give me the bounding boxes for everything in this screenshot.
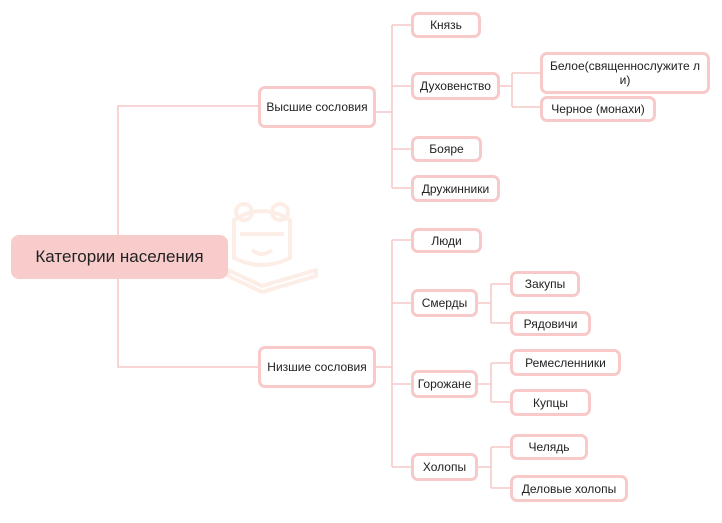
smerdy-label: Смерды bbox=[421, 296, 468, 310]
townsfolk-label: Горожане bbox=[417, 377, 472, 391]
prince-label: Князь bbox=[430, 18, 462, 32]
zakupy-label: Закупы bbox=[524, 277, 566, 291]
zakupy-node: Закупы bbox=[510, 271, 580, 297]
black-clergy-node: Черное (монахи) bbox=[540, 96, 656, 122]
ryadovichi-node: Рядовичи bbox=[510, 311, 591, 336]
upper-estates-label: Высшие сословия bbox=[266, 100, 368, 114]
artisans-label: Ремесленники bbox=[525, 355, 606, 370]
druzhinniki-node: Дружинники bbox=[411, 175, 500, 202]
prince-node: Князь bbox=[411, 12, 481, 38]
connector-townsfolk-children bbox=[478, 362, 510, 403]
people-node: Люди bbox=[411, 228, 482, 253]
merchants-label: Купцы bbox=[533, 395, 568, 410]
townsfolk-node: Горожане bbox=[411, 370, 478, 398]
business-kholopy-node: Деловые холопы bbox=[510, 475, 628, 502]
white-clergy-node: Белое(священнослужите ли) bbox=[540, 52, 710, 94]
chelyad-node: Челядь bbox=[510, 434, 588, 460]
root-label: Категории населения bbox=[35, 247, 204, 266]
black-clergy-label: Черное (монахи) bbox=[551, 102, 645, 116]
kholopy-label: Холопы bbox=[422, 460, 467, 474]
connector-smerdy-children bbox=[478, 283, 510, 324]
people-label: Люди bbox=[431, 233, 462, 248]
clergy-node: Духовенство bbox=[411, 72, 500, 100]
upper-estates-node: Высшие сословия bbox=[258, 86, 376, 128]
chelyad-label: Челядь bbox=[528, 440, 570, 454]
white-clergy-label: Белое(священнослужите ли) bbox=[550, 59, 700, 87]
boyars-label: Бояре bbox=[429, 142, 464, 156]
bear-mascot-icon bbox=[226, 202, 318, 294]
lower-estates-label: Низшие сословия bbox=[267, 360, 367, 374]
clergy-label: Духовенство bbox=[420, 79, 491, 93]
lower-estates-node: Низшие сословия bbox=[258, 346, 376, 388]
merchants-node: Купцы bbox=[510, 389, 591, 416]
connector-kholopy-children bbox=[478, 446, 510, 489]
smerdy-node: Смерды bbox=[411, 289, 478, 317]
connector-upper-children bbox=[392, 24, 411, 189]
business-kholopy-label: Деловые холопы bbox=[521, 481, 617, 496]
connector-root-upper bbox=[117, 105, 258, 235]
ryadovichi-label: Рядовичи bbox=[523, 316, 578, 331]
connector-lower-children bbox=[392, 239, 411, 468]
connector-clergy-children bbox=[512, 72, 540, 108]
artisans-node: Ремесленники bbox=[510, 349, 621, 376]
boyars-node: Бояре bbox=[411, 136, 482, 162]
kholopy-node: Холопы bbox=[411, 453, 478, 481]
connector-root-lower bbox=[117, 279, 258, 368]
druzhinniki-label: Дружинники bbox=[421, 181, 490, 196]
root-node: Категории населения bbox=[11, 235, 228, 279]
